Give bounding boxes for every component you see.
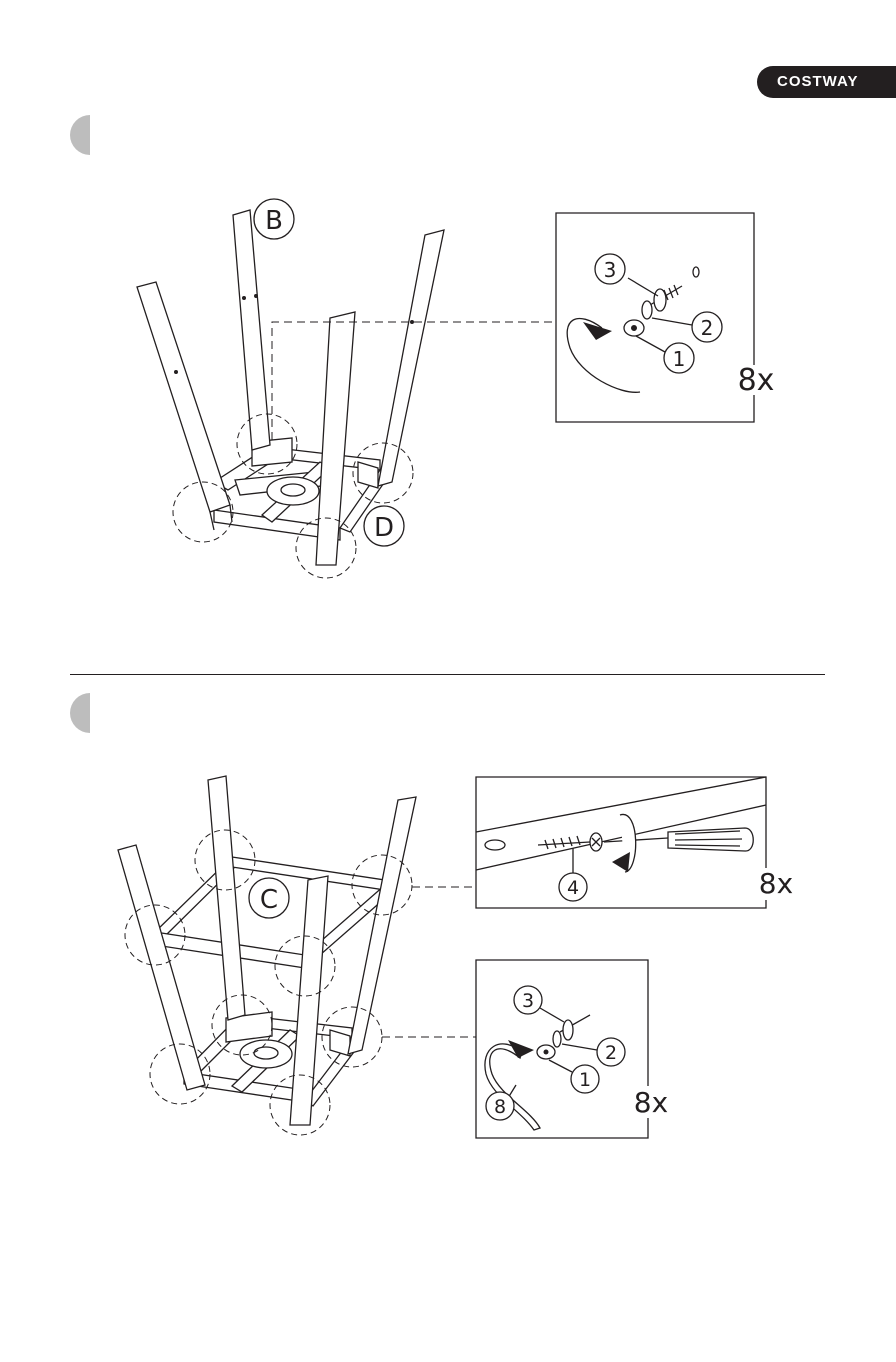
bolt-hole: [693, 267, 699, 277]
callout-1: 1: [673, 347, 686, 371]
leg-left: [137, 282, 230, 512]
swivel-hub: [254, 1047, 278, 1059]
flat-washer: [553, 1031, 561, 1047]
callout-8: 8: [494, 1096, 506, 1118]
part-label-c: C: [260, 885, 278, 915]
callout-3: 3: [604, 258, 617, 282]
leg-back: [208, 776, 245, 1020]
step-1-stool-frame: B D: [137, 199, 556, 578]
callout-2: 2: [605, 1042, 617, 1064]
leg-right: [378, 230, 444, 486]
quantity-label: 8x: [738, 363, 775, 398]
step-1-detail-box: 3 2 1 8x: [556, 213, 774, 422]
step-2-detail-bolt: 3 2 1 8 8x: [476, 960, 668, 1138]
lock-washer: [563, 1020, 573, 1040]
leg-back: [233, 210, 270, 450]
quantity-label: 8x: [634, 1086, 668, 1119]
step-2-detail-screw: 4 8x: [476, 777, 793, 908]
leg-right: [348, 797, 416, 1054]
quantity-label: 8x: [759, 867, 793, 900]
swivel-hub: [281, 484, 305, 496]
leg-left: [118, 845, 205, 1090]
callout-1: 1: [579, 1069, 591, 1091]
part-label-d: D: [374, 513, 394, 543]
callout-2: 2: [701, 316, 714, 340]
pilot-hole: [485, 840, 505, 850]
step-2-stool-frame: C: [118, 776, 476, 1135]
part-label-b: B: [265, 206, 283, 236]
callout-3: 3: [522, 990, 534, 1012]
callout-4: 4: [567, 877, 579, 899]
flat-washer: [642, 301, 652, 319]
lock-washer: [654, 289, 666, 311]
